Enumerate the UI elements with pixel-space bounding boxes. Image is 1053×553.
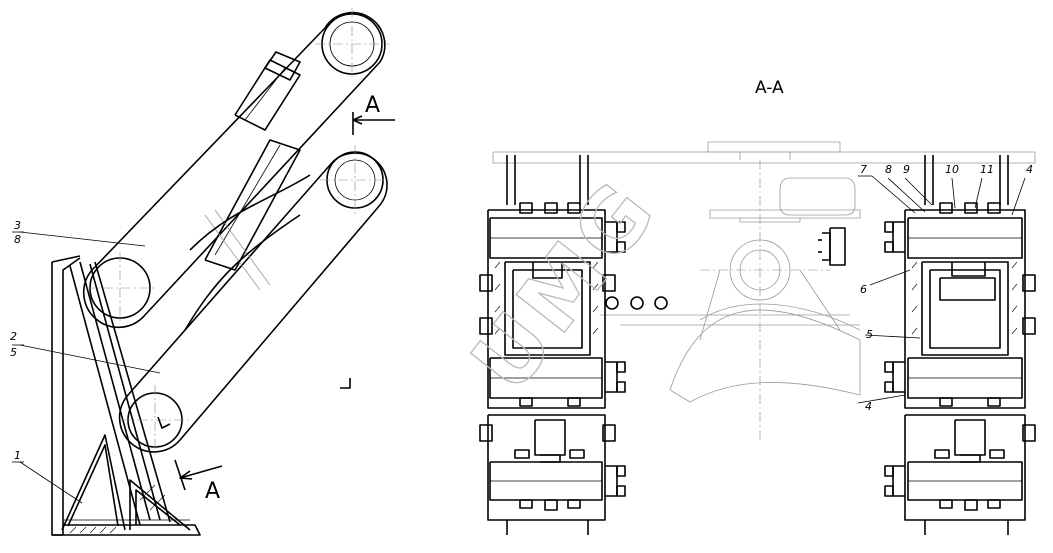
callout-10: 10 bbox=[945, 163, 959, 176]
section-marker-top: A bbox=[352, 93, 395, 135]
callout-4-bottom: 4 bbox=[865, 400, 872, 413]
section-title: A-A bbox=[755, 78, 784, 98]
callout-9: 9 bbox=[903, 163, 910, 176]
callout-8: 8 bbox=[885, 163, 892, 176]
callout-3-sub: 8 bbox=[14, 233, 21, 246]
callout-7: 7 bbox=[860, 163, 867, 176]
left-lower-assembly bbox=[479, 414, 626, 535]
clamp-part bbox=[818, 227, 846, 266]
section-view: A-A bbox=[479, 78, 1036, 535]
background-outline bbox=[492, 141, 1036, 440]
left-assembly bbox=[479, 155, 626, 409]
right-assembly bbox=[884, 155, 1036, 409]
callouts-right: 7 8 9 10 11 4 6 5 4 bbox=[857, 163, 1033, 413]
upper-arm bbox=[82, 8, 390, 329]
callout-1: 1 bbox=[14, 449, 21, 462]
right-lower-assembly bbox=[884, 414, 1036, 535]
lower-arm bbox=[118, 145, 392, 455]
callout-4-top: 4 bbox=[1026, 163, 1033, 176]
callout-2: 2 bbox=[10, 330, 17, 343]
base-bracket bbox=[51, 255, 201, 536]
watermark: UMG bbox=[453, 161, 677, 409]
callout-2-sub: 5 bbox=[10, 346, 17, 359]
side-view: A A bbox=[51, 8, 395, 536]
callout-5: 5 bbox=[866, 328, 873, 341]
section-marker-bottom-label: A bbox=[205, 479, 220, 504]
corner-symbol bbox=[340, 378, 351, 389]
section-marker-top-label: A bbox=[365, 93, 380, 118]
callouts-left: 3 8 2 5 1 bbox=[10, 219, 161, 504]
section-marker-bottom: A bbox=[174, 459, 223, 504]
hydraulic-cylinder bbox=[204, 51, 301, 291]
callout-11: 11 bbox=[980, 163, 994, 176]
hole-3 bbox=[654, 296, 668, 310]
callout-3: 3 bbox=[14, 219, 21, 232]
hole-2 bbox=[630, 296, 644, 310]
callout-6: 6 bbox=[860, 283, 867, 296]
hole-1 bbox=[605, 296, 619, 310]
